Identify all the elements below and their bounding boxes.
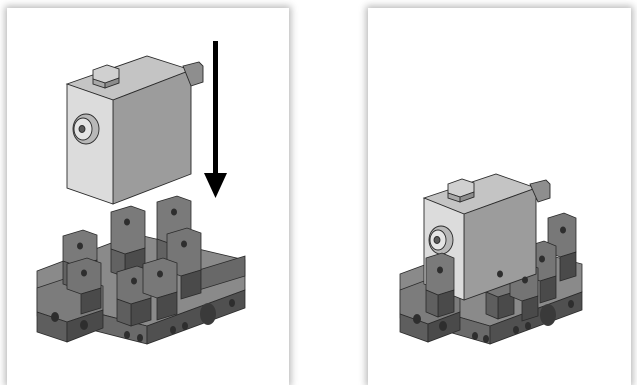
mounted-illustration — [368, 8, 631, 385]
bracket-base — [37, 196, 245, 344]
insert-illustration — [7, 8, 289, 385]
step-panel-insert — [7, 8, 289, 385]
step-panel-mounted — [368, 8, 631, 385]
bracket-front-posts — [426, 253, 454, 317]
arrow-down-icon — [204, 41, 227, 198]
servo-motor — [67, 56, 203, 204]
